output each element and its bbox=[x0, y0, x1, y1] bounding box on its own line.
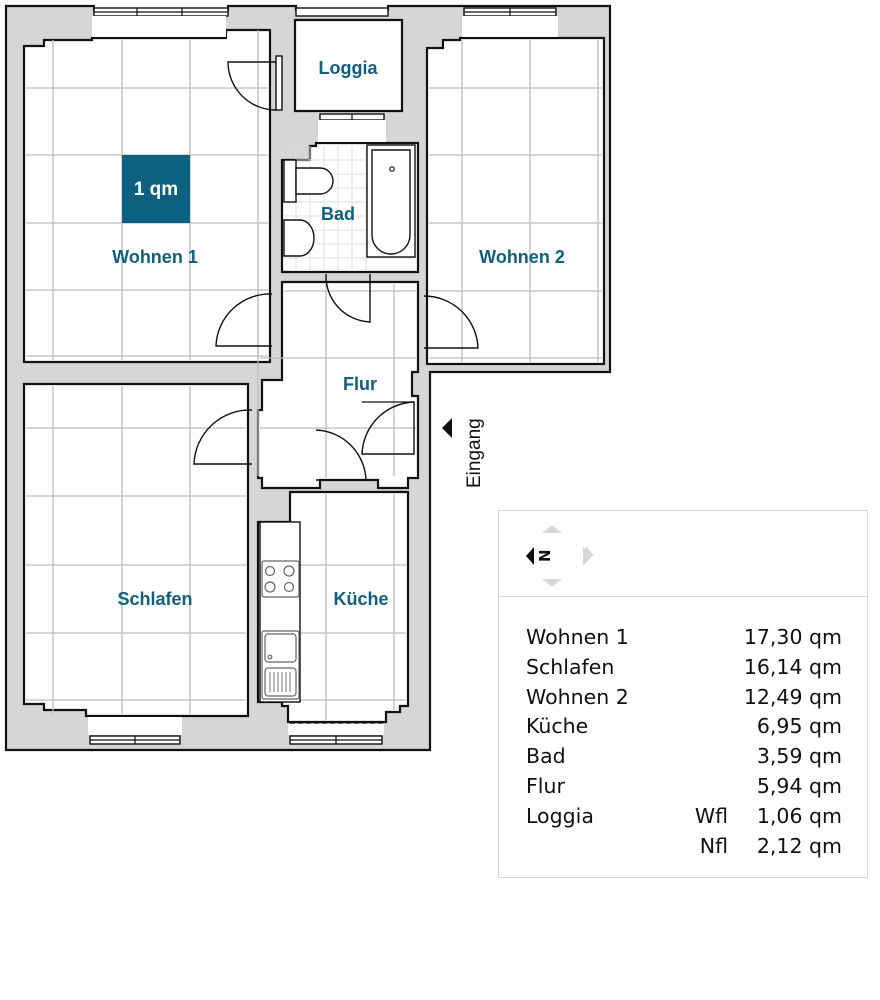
room-label-bad: Bad bbox=[321, 204, 355, 224]
room-loggia bbox=[293, 18, 404, 113]
area-prefix bbox=[668, 653, 736, 683]
kitchen-counter bbox=[259, 521, 301, 703]
area-prefix bbox=[668, 742, 736, 772]
floor-grid bbox=[26, 30, 602, 720]
area-row: Küche 6,95 qm bbox=[526, 712, 842, 742]
area-row: Flur 5,94 qm bbox=[526, 772, 842, 802]
washbasin bbox=[283, 219, 315, 257]
area-prefix bbox=[668, 683, 736, 713]
area-prefix: Wfl bbox=[694, 803, 728, 828]
room-label-wohnen-2: Wohnen 2 bbox=[479, 247, 565, 267]
room-label-loggia: Loggia bbox=[319, 58, 379, 78]
room-label-flur: Flur bbox=[343, 374, 377, 394]
entrance-arrow-icon bbox=[442, 418, 452, 438]
room-schlafen bbox=[22, 382, 250, 718]
area-value: 12,49 qm bbox=[743, 684, 842, 709]
area-row: Bad 3,59 qm bbox=[526, 742, 842, 772]
area-prefix: Nfl bbox=[699, 833, 728, 858]
area-value: 3,59 qm bbox=[756, 744, 842, 769]
area-room-name: Flur bbox=[526, 773, 565, 798]
room-wohnen-2 bbox=[425, 36, 606, 366]
area-table: Wohnen 1 17,30 qm Schlafen 16,14 qm Wohnen 2… bbox=[526, 623, 842, 861]
room-flur bbox=[256, 280, 420, 490]
area-row: Schlafen 16,14 qm bbox=[526, 653, 842, 683]
windows bbox=[89, 7, 557, 745]
area-value: 1,06 qm bbox=[756, 803, 842, 828]
room-label-kueche: Küche bbox=[333, 589, 388, 609]
area-room-name: Schlafen bbox=[526, 654, 615, 679]
room-label-schlafen: Schlafen bbox=[117, 589, 192, 609]
area-row: Nfl 2,12 qm bbox=[526, 832, 842, 862]
area-value: 17,30 qm bbox=[743, 625, 842, 649]
area-room-name: Loggia bbox=[526, 803, 594, 828]
area-room-name: Bad bbox=[526, 744, 566, 769]
area-prefix bbox=[668, 772, 736, 802]
toilet bbox=[283, 159, 334, 203]
entrance-label: Eingang bbox=[464, 418, 485, 488]
doors bbox=[193, 55, 479, 481]
compass-area: N bbox=[499, 511, 867, 597]
area-row: Wohnen 2 12,49 qm bbox=[526, 683, 842, 713]
north-arrow-icon: N bbox=[526, 525, 594, 587]
bathtub bbox=[366, 144, 416, 258]
area-prefix bbox=[668, 712, 736, 742]
area-value: 6,95 qm bbox=[756, 714, 842, 739]
area-room-name bbox=[526, 832, 668, 862]
area-room-name: Wohnen 2 bbox=[526, 684, 629, 709]
entrance-marker: Eingang bbox=[442, 418, 485, 488]
area-value: 16,14 qm bbox=[743, 654, 842, 679]
room-label-wohnen-1: Wohnen 1 bbox=[112, 247, 198, 267]
area-row: Loggia Wfl 1,06 qm bbox=[526, 802, 842, 832]
compass-letter: N bbox=[536, 549, 554, 562]
window-openings bbox=[88, 16, 558, 735]
area-row: Wohnen 1 17,30 qm bbox=[526, 623, 842, 653]
area-room-name: Wohnen 1 bbox=[526, 625, 629, 649]
area-value: 5,94 qm bbox=[756, 773, 842, 798]
one-sqm-label: 1 qm bbox=[134, 179, 178, 200]
area-value: 2,12 qm bbox=[756, 833, 842, 858]
one-sqm-marker bbox=[122, 155, 190, 223]
area-room-name: Küche bbox=[526, 714, 589, 739]
area-prefix bbox=[668, 623, 736, 653]
